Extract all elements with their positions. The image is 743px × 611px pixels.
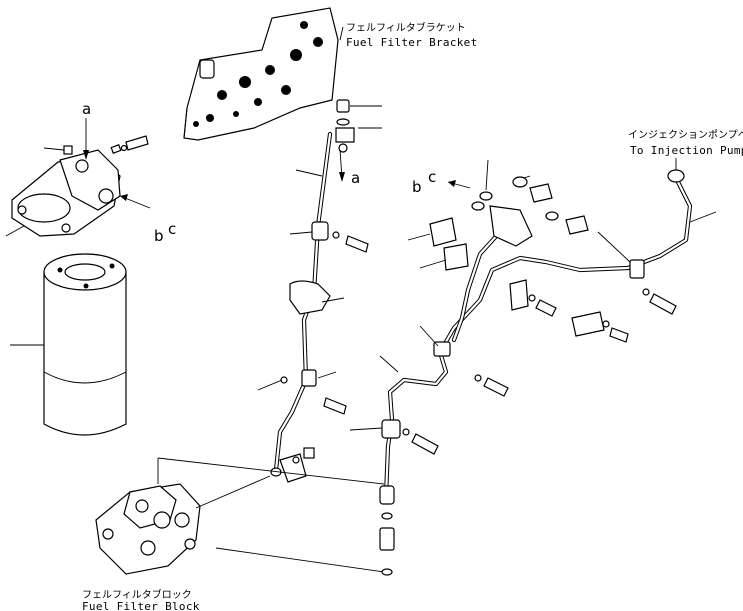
leader-line xyxy=(407,233,431,241)
bracket-label-en: Fuel Filter Bracket xyxy=(346,36,478,49)
view-marker-c-left: c xyxy=(168,220,176,238)
right-clamps xyxy=(402,176,677,455)
block-label-jp: フェルフィルタブロック xyxy=(82,588,192,601)
view-marker-c-right: c xyxy=(428,168,436,186)
leader-line xyxy=(419,325,439,347)
fuel-filter-cartridge xyxy=(43,253,127,436)
arrow-head xyxy=(120,194,128,201)
view-marker-b-right: b xyxy=(412,178,422,196)
arrow-head xyxy=(83,150,89,160)
reference-line xyxy=(195,475,271,509)
view-marker-b-left: b xyxy=(154,227,164,245)
filter-head xyxy=(11,149,121,237)
leader-line xyxy=(689,211,717,223)
leader-line xyxy=(379,355,399,373)
leader-line xyxy=(523,175,531,179)
leader-line xyxy=(295,169,323,177)
leader-line xyxy=(597,231,631,263)
leader-line xyxy=(349,427,383,431)
pump-label-jp: インジェクションポンプへ xyxy=(628,129,743,141)
view-marker-a-top: a xyxy=(82,100,91,118)
leader-line xyxy=(419,259,447,269)
leader-line xyxy=(317,371,337,379)
reference-line xyxy=(215,547,385,573)
leader-line xyxy=(289,231,313,235)
head-bolts xyxy=(63,135,149,155)
leader-line xyxy=(321,297,345,303)
arrow-head xyxy=(339,172,345,182)
leader-line xyxy=(485,159,489,191)
leader-line xyxy=(257,379,283,391)
bracket-leader xyxy=(339,26,344,41)
fuel-pipe-pump xyxy=(379,169,693,576)
clamp-bolts-upper xyxy=(280,231,369,415)
fuel-filter-bracket xyxy=(183,7,339,141)
view-marker-a-pipe: a xyxy=(351,169,360,187)
leader-line xyxy=(5,225,25,237)
leader-line xyxy=(43,147,65,151)
arrow-head xyxy=(448,180,456,187)
bracket-label-jp: フェルフィルタブラケット xyxy=(346,21,466,34)
fuel-filter-block xyxy=(95,483,201,575)
reference-line xyxy=(157,457,385,485)
fuel-pipe-bracket xyxy=(273,99,355,473)
pump-label-en: To Injection Pump xyxy=(630,144,743,157)
block-label-en: Fuel Filter Block xyxy=(82,600,200,611)
